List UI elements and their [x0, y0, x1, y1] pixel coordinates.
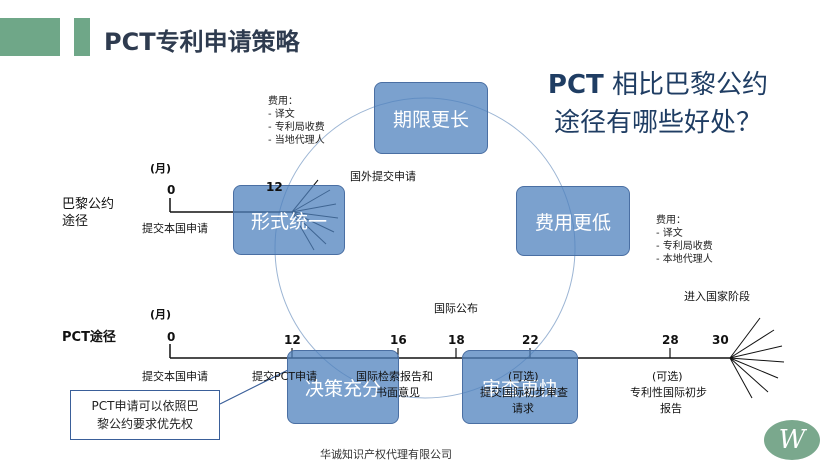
question-heading: PCT 相比巴黎公约 途径有哪些好处？ [508, 66, 808, 142]
pct-tick-0: 0 [167, 330, 176, 344]
paris-month-unit: (月) [150, 162, 172, 175]
page-title: PCT专利申请策略 [104, 28, 300, 56]
pct-tick-16: 16 [390, 333, 407, 347]
fees-right-item: 本地代理人 [656, 253, 713, 266]
paris-route-label-2: 途径 [62, 214, 89, 229]
pct-search-report-1: 国际检索报告和 [356, 370, 433, 383]
pct-demand-1: 提交国际初步审查 [480, 386, 568, 399]
paris-submit-home: 提交本国申请 [142, 222, 208, 235]
paris-tick-0: 0 [167, 183, 176, 197]
priority-note-line2: 黎公约要求优先权 [96, 417, 193, 431]
box-uniform: 形式统一 [233, 185, 345, 255]
pct-fan-arrows [729, 317, 785, 399]
company-logo: W [764, 420, 820, 460]
fees-left-item: 译文 [268, 108, 325, 121]
fees-right-item: 专利局收费 [656, 240, 713, 253]
pct-search-report-2: 书面意见 [376, 386, 420, 399]
pct-submit-home: 提交本国申请 [142, 370, 208, 383]
pct-optional-1: (可选) [508, 370, 539, 383]
pct-tick-30: 30 [712, 333, 729, 347]
priority-note: PCT申请可以依照巴 黎公约要求优先权 [70, 390, 220, 440]
fees-right-item: 译文 [656, 227, 713, 240]
paris-foreign-filing: 国外提交申请 [350, 170, 416, 183]
pct-publication: 国际公布 [434, 302, 478, 315]
fees-left-item: 当地代理人 [268, 134, 325, 147]
pct-prelim-2: 报告 [660, 402, 682, 415]
pct-tick-28: 28 [662, 333, 679, 347]
box-decision: 决策充分 [287, 350, 399, 424]
fees-right-title: 费用： [656, 215, 686, 226]
paris-tick-12: 12 [266, 180, 283, 194]
pct-prelim-1: 专利性国际初步 [630, 386, 707, 399]
pct-tick-18: 18 [448, 333, 465, 347]
fees-left-title: 费用： [268, 96, 298, 107]
priority-note-line1: PCT申请可以依照巴 [91, 399, 199, 413]
box-cost: 费用更低 [516, 186, 630, 256]
pct-tick-12: 12 [284, 333, 301, 347]
pct-route-label: PCT途径 [62, 330, 116, 345]
box-exam: 审查更快 [462, 350, 578, 424]
footer-company: 华诚知识产权代理有限公司 [320, 448, 452, 461]
pct-optional-2: (可选) [652, 370, 683, 383]
question-line2: 途径有哪些好处？ [553, 108, 762, 138]
box-term: 期限更长 [374, 82, 488, 154]
note-connector [219, 369, 289, 405]
header-accent-bar-small [74, 18, 90, 56]
pct-month-unit: (月) [150, 308, 172, 321]
fees-right: 费用： 译文 专利局收费 本地代理人 [656, 214, 713, 266]
header-accent-bar [0, 18, 60, 56]
paris-route-label-1: 巴黎公约 [62, 197, 115, 212]
pct-national-phase: 进入国家阶段 [684, 290, 750, 303]
question-line1: 相比巴黎公约 [603, 70, 769, 100]
fees-left-item: 专利局收费 [268, 121, 325, 134]
pct-submit-pct: 提交PCT申请 [252, 370, 318, 383]
question-prefix: PCT [547, 70, 604, 100]
fees-left: 费用： 译文 专利局收费 当地代理人 [268, 95, 325, 147]
pct-tick-22: 22 [522, 333, 539, 347]
pct-demand-2: 请求 [512, 402, 534, 415]
